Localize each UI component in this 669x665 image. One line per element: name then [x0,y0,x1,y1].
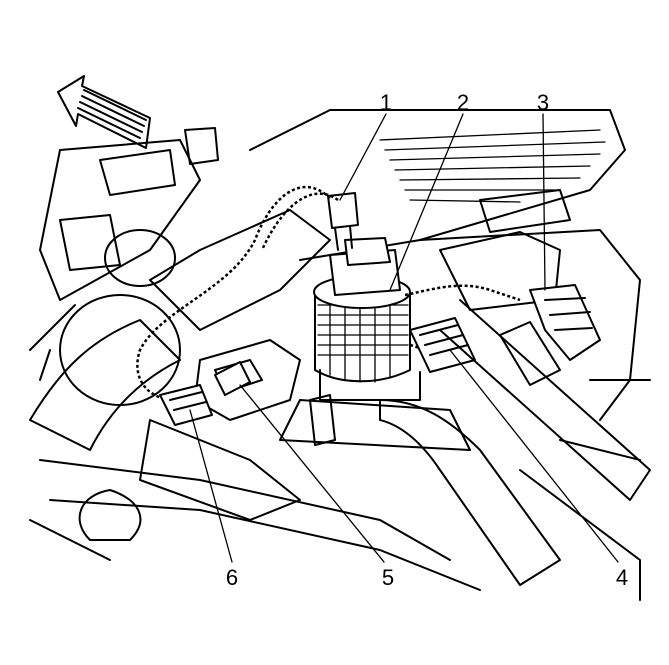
leader-lines [189,113,619,563]
intake-manifold [249,109,641,421]
egr-valve [279,237,471,451]
connector-3 [499,284,601,386]
sensor-5 [214,361,251,396]
callout-3: 3 [537,90,549,115]
callout-2: 2 [457,90,469,115]
tubes [29,299,651,601]
forward-arrow-icon [57,75,151,149]
connector-4 [409,317,476,373]
egr-connector [327,192,359,251]
wiring-harness [136,185,521,402]
callout-5: 5 [382,565,394,590]
throttle-body [29,127,331,451]
callout-4: 4 [616,565,628,590]
connector-6 [159,384,213,426]
callout-1: 1 [380,90,392,115]
callout-6: 6 [226,565,238,590]
